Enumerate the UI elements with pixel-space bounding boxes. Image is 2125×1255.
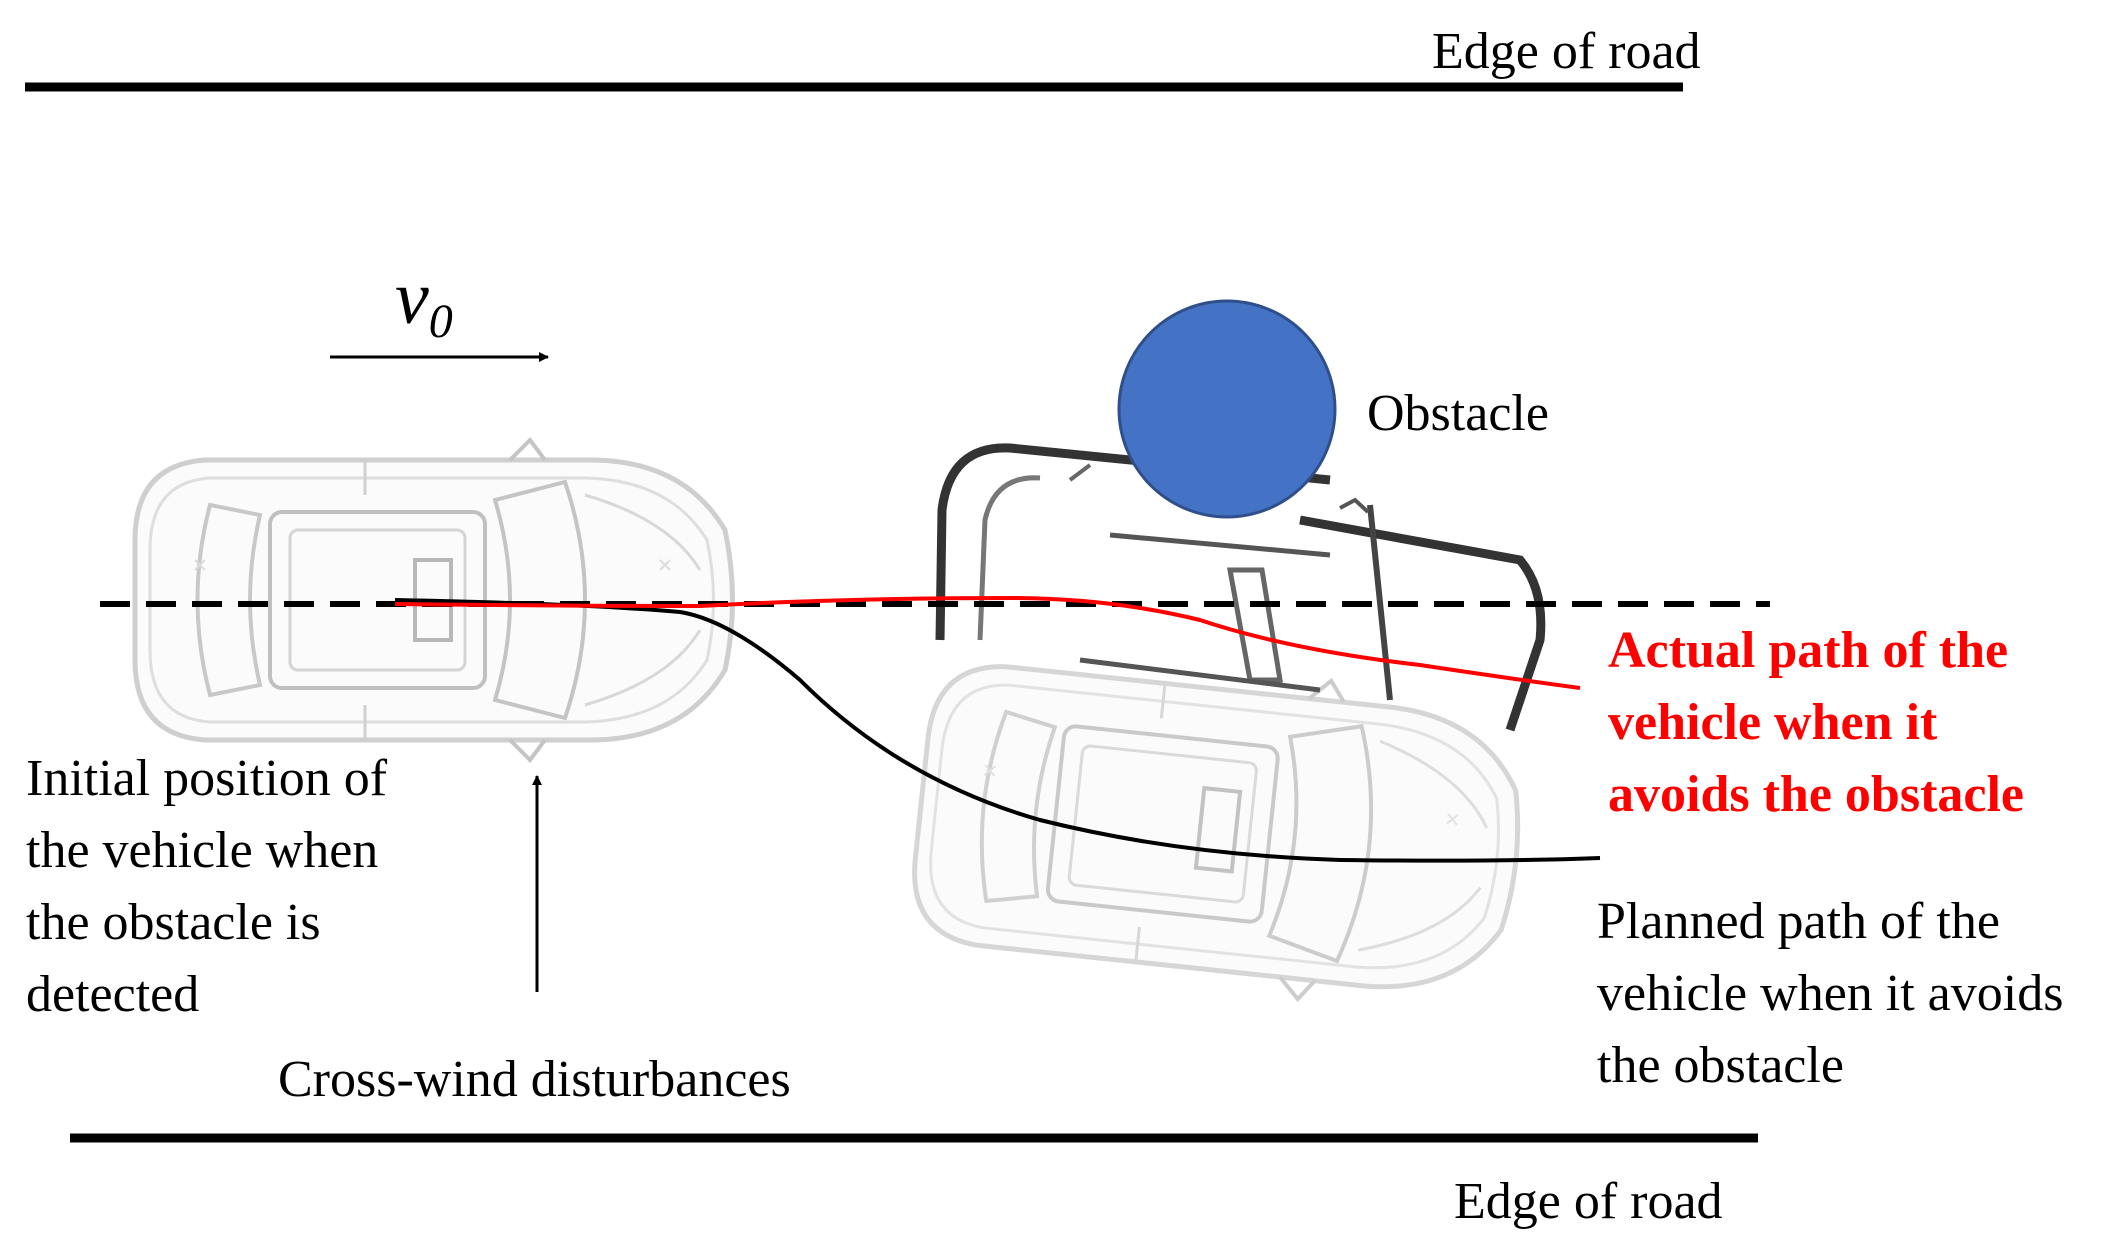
planned-path-line-2: vehicle when it avoids [1597, 965, 2064, 1022]
initial-position-label: Initial position of the vehicle when the… [26, 743, 387, 1031]
velocity-subscript: 0 [428, 295, 453, 348]
velocity-label: v0 [395, 258, 453, 362]
car-planned [905, 640, 1533, 1021]
planned-path-line-3: the obstacle [1597, 1037, 1844, 1094]
edge-of-road-top-label: Edge of road [1432, 23, 1701, 80]
obstacle-circle [1117, 299, 1337, 519]
actual-path-line [394, 595, 1581, 690]
planned-path-label: Planned path of the vehicle when it avoi… [1597, 886, 2063, 1102]
initial-position-line-2: the vehicle when [26, 822, 379, 879]
actual-path-line-1: Actual path of the [1608, 622, 2009, 679]
planned-path-line [394, 598, 1601, 863]
crosswind-label: Cross-wind disturbances [278, 1051, 791, 1108]
velocity-symbol: v [395, 256, 429, 340]
edge-of-road-bottom-label: Edge of road [1454, 1173, 1723, 1230]
actual-path-label: Actual path of the vehicle when it avoid… [1608, 615, 2024, 831]
initial-position-line-3: the obstacle is [26, 894, 321, 951]
actual-path-line-2: vehicle when it [1608, 694, 1938, 751]
car-actual [935, 443, 1546, 732]
initial-position-line-4: detected [26, 966, 200, 1023]
actual-path-line-3: avoids the obstacle [1608, 766, 2024, 823]
initial-position-line-1: Initial position of [26, 750, 388, 807]
obstacle-label: Obstacle [1367, 385, 1549, 442]
planned-path-line-1: Planned path of the [1597, 893, 2000, 950]
